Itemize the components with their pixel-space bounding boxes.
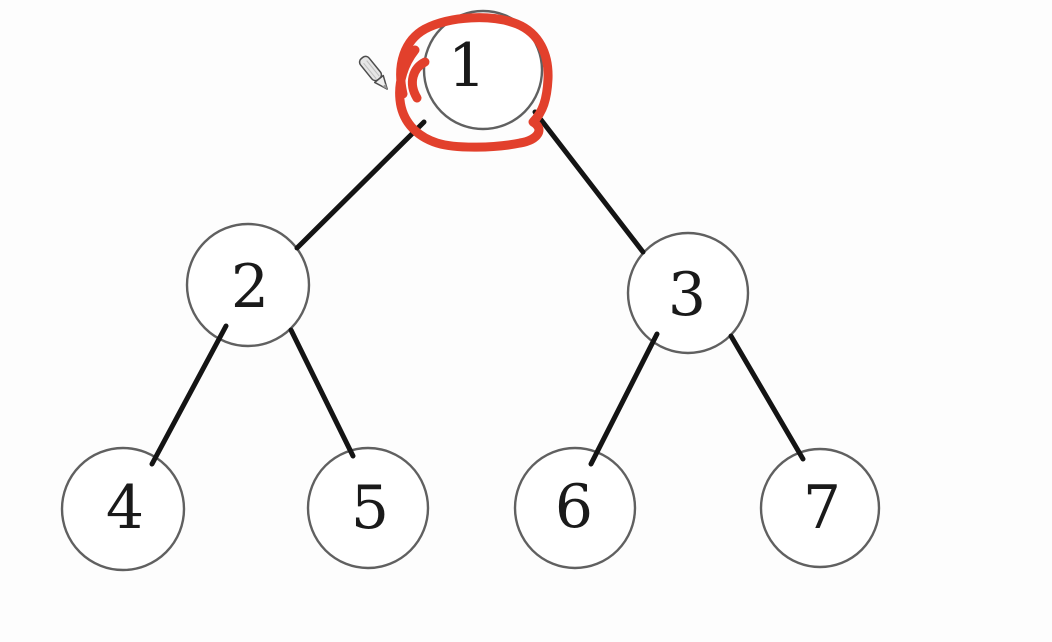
tree-node-label-4: 4 xyxy=(106,473,144,543)
tree-node-circle-6 xyxy=(513,446,637,570)
tree-node-label-6: 6 xyxy=(555,472,593,542)
tree-node-label-3: 3 xyxy=(668,260,706,330)
tree-node-circle-3 xyxy=(626,231,750,355)
tree-node-circle-1 xyxy=(422,9,544,131)
pencil-detail-line xyxy=(366,60,380,77)
pencil-tip-point xyxy=(382,83,388,90)
tree-edge-1-2 xyxy=(294,119,427,251)
tree-node-label-7: 7 xyxy=(803,473,841,543)
pencil-detail-line xyxy=(363,62,377,80)
tree-node-circle-5 xyxy=(306,446,430,570)
red-ink-stroke-tail xyxy=(407,57,430,103)
tree-node-label-5: 5 xyxy=(351,473,389,543)
tree-node-circle-4 xyxy=(60,446,186,572)
tree-edge-1-3 xyxy=(532,109,646,255)
tree-edge-3-7 xyxy=(728,333,806,462)
tree-edge-3-6 xyxy=(588,331,660,467)
tree-node-label-2: 2 xyxy=(231,252,269,322)
red-ink-circle-annotation xyxy=(395,13,553,152)
pencil-cursor-icon xyxy=(358,55,388,90)
tree-node-circle-2 xyxy=(185,222,311,348)
tree-edge-2-5 xyxy=(288,327,356,459)
tree-node-circle-7 xyxy=(759,447,881,569)
tree-node-label-1: 1 xyxy=(448,31,486,101)
tree-edge-2-4 xyxy=(149,323,229,467)
